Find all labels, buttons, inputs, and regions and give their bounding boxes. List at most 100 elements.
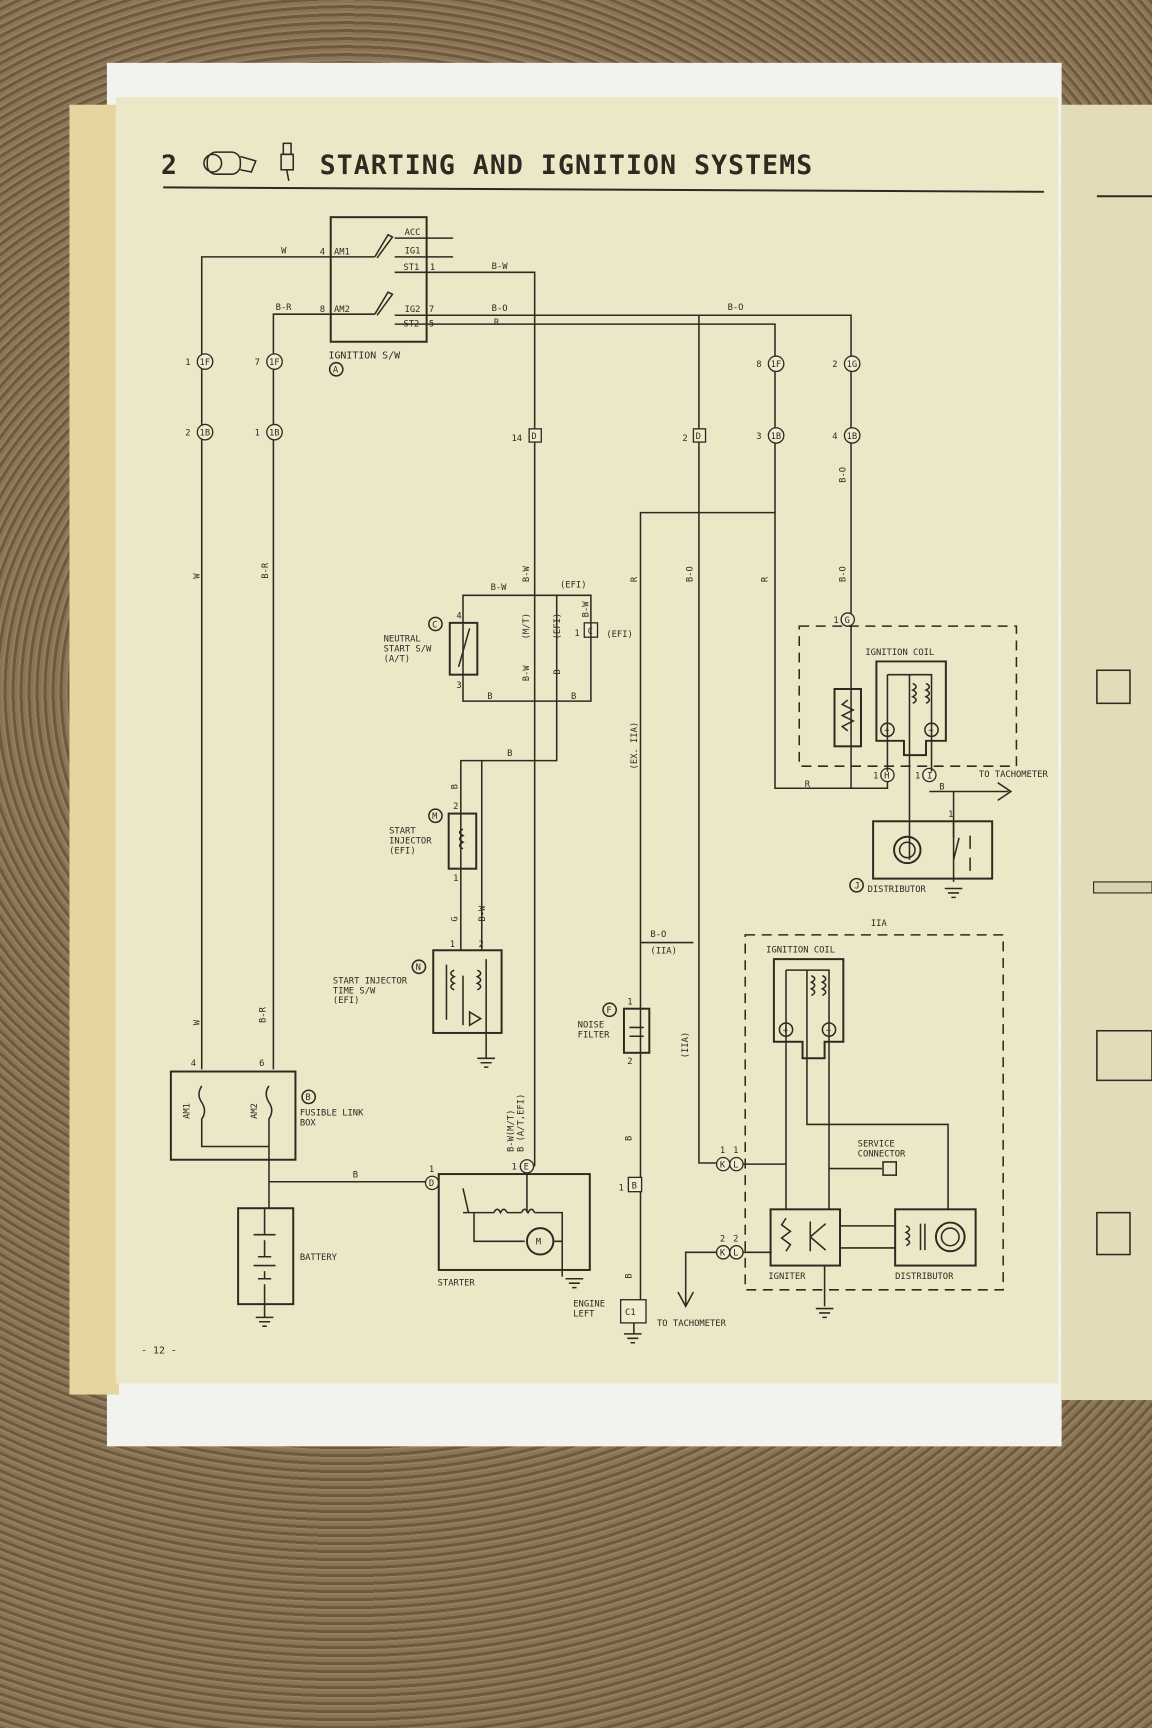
- components-service-connector-lines-1: CONNECTOR: [858, 1149, 906, 1159]
- start-injector: [447, 812, 478, 870]
- diagram-stroke: [778, 1022, 794, 1038]
- components-starter-label: STARTER: [438, 1278, 476, 1288]
- diagram-stroke: [924, 722, 939, 738]
- wires-bo: B-O: [839, 467, 849, 483]
- connectors-c1f-1-code: 1F: [200, 358, 211, 368]
- diagram-stroke: [1096, 669, 1131, 705]
- components-neutral-start-lines-1: START S/W: [384, 645, 432, 655]
- components-start-injector-lines-0: START: [389, 826, 416, 836]
- connectors-c1f-1-pin: 1: [185, 358, 190, 368]
- wires-g: G: [450, 916, 460, 921]
- wires-b: B: [487, 692, 492, 702]
- diagram-stroke: [240, 155, 257, 173]
- connectors-l1-pin: 1: [733, 1146, 738, 1156]
- ignition-switch-terminals-am2: AM2: [334, 305, 350, 315]
- notes-iia: (IIA): [650, 947, 676, 957]
- noise-filter: [622, 1007, 651, 1054]
- starter-motor-icon: [203, 151, 257, 175]
- diagram-stroke: [394, 323, 889, 789]
- diagram-stroke: [253, 1208, 276, 1327]
- connectors-c1g-2-pin: 2: [832, 360, 837, 370]
- components-tachometer-label: TO TACHOMETER: [979, 770, 1049, 780]
- wires-bo: B-O: [492, 304, 508, 314]
- fusible-link-box: [169, 1070, 297, 1161]
- diagram-stroke: [627, 1176, 643, 1193]
- diagram-stroke: [196, 353, 214, 370]
- components-start-injector-lines-2: (EFI): [389, 846, 415, 856]
- diagram-stroke: [904, 1223, 926, 1251]
- wires-r: R: [630, 576, 640, 582]
- page-title: STARTING AND IGNITION SYSTEMS: [320, 150, 814, 181]
- connectors-c1b-1-pin: 1: [255, 428, 260, 438]
- connectors-c1b-4-code: 1B: [847, 432, 858, 442]
- wires-bw: B-W: [492, 262, 509, 272]
- diagram-stroke: [394, 271, 536, 1167]
- diagram-stroke: [301, 1089, 317, 1105]
- page-edges: [69, 104, 120, 1395]
- wires-r: R: [805, 780, 811, 790]
- ignition-switch-terminals-am1: AM1: [334, 248, 350, 258]
- diagram-stroke: [374, 233, 394, 316]
- diagram-stroke: [692, 428, 707, 443]
- components-distributor-code: J: [854, 882, 859, 892]
- diagram-stroke: [272, 313, 375, 1070]
- iia-boundary: [744, 934, 1004, 1291]
- components-starter-motor: M: [536, 1238, 541, 1248]
- wires-bw: B-W: [582, 601, 592, 618]
- notes-efi: (EFI): [606, 630, 632, 640]
- components-time-switch-lines-0: START INJECTOR: [333, 976, 408, 986]
- wires-bo: B-O: [839, 566, 849, 582]
- connectors-k2-code: K: [720, 1249, 726, 1259]
- connectors-k2-pin: 2: [720, 1234, 725, 1244]
- diagram-stroke: [428, 808, 443, 824]
- wires-br: B-R: [259, 1006, 269, 1023]
- components-start-injector-code: M: [432, 812, 437, 822]
- wires-b: B: [571, 692, 576, 702]
- connectors-ci-1-code: I: [927, 771, 932, 781]
- components-neutral-start-lines-0: NEUTRAL: [384, 635, 421, 645]
- ignition-switch-terminals-st1: ST1: [403, 263, 419, 273]
- components-iia-distributor-label: DISTRIBUTOR: [895, 1272, 954, 1282]
- ignition-switch-terminals-acc: ACC: [405, 228, 421, 238]
- connectors-cg-1-code: G: [844, 616, 849, 626]
- wires-b: B: [353, 1170, 358, 1180]
- diagram-stroke: [843, 355, 861, 373]
- components-start-injector-pin-top: 2: [453, 802, 458, 812]
- neutral-start-switch: [448, 621, 479, 676]
- ignition-switch-pins-am2: 8: [320, 305, 325, 315]
- wires-bo: B-O: [650, 930, 666, 940]
- connectors-c1b-3-pin: 3: [756, 432, 761, 442]
- components-noise-filter-lines-1: FILTER: [578, 1030, 610, 1040]
- components-neutral-start-code: C: [432, 620, 437, 630]
- components-battery-label: BATTERY: [300, 1253, 338, 1263]
- components-neutral-start-lines-2: (A/T): [384, 654, 410, 664]
- ignition-switch-terminals-ig2: IG2: [405, 305, 421, 315]
- connectors-k1-code: K: [720, 1160, 726, 1170]
- diagram-stroke: [767, 427, 785, 444]
- start-injector-time-switch: [432, 949, 503, 1034]
- notes-iia-box: IIA: [871, 919, 888, 929]
- ignition-switch-code: A: [333, 366, 339, 376]
- diagram-stroke: +: [884, 726, 889, 736]
- components-fusible-link-lines-1: BOX: [300, 1119, 317, 1129]
- wires-br: B-R: [261, 562, 271, 579]
- connectors-cd-1-code: D: [429, 1179, 434, 1189]
- diagram-stroke: [944, 887, 963, 899]
- wires-bw: B-W: [491, 583, 508, 593]
- connectors-cb-1-code: B: [632, 1181, 637, 1191]
- ignition-coil: [875, 660, 947, 757]
- connectors-cd-1-pin: 1: [429, 1165, 434, 1175]
- diagram-stroke: [893, 835, 922, 865]
- connectors-l2-pin: 2: [733, 1234, 738, 1244]
- igniter: [769, 1208, 842, 1267]
- starter: [437, 1173, 591, 1271]
- spark-plug-icon: [280, 142, 295, 181]
- diagram-stroke: [462, 1172, 584, 1289]
- ignition-switch-pins-st1: 1: [430, 263, 435, 273]
- diagram-stroke: −: [826, 1026, 831, 1036]
- wires-r: R: [760, 576, 770, 582]
- connectors-ch-1-pin: 1: [873, 771, 878, 781]
- components-neutral-start-pin-bottom: 3: [456, 681, 461, 691]
- wires-br: B-R: [276, 303, 293, 313]
